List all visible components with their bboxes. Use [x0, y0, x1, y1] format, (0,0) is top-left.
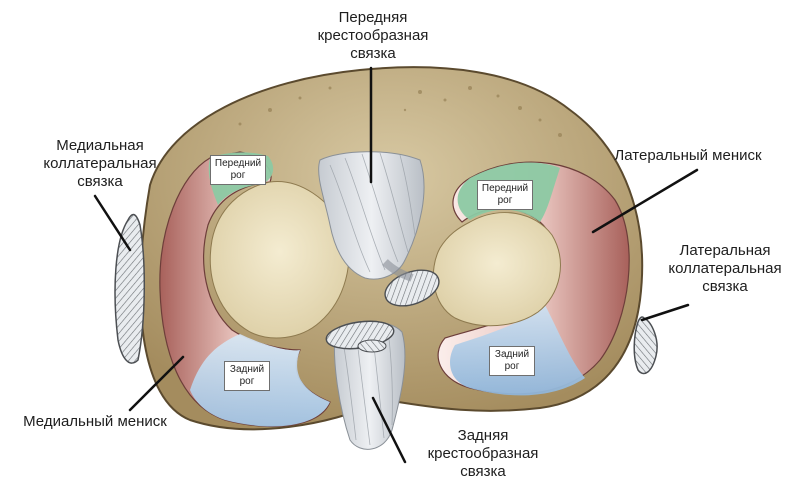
posterior-cruciate-ligament — [325, 320, 406, 450]
lcl-label: Латеральная коллатеральная связка — [668, 242, 782, 295]
medial-posterior-horn-tag: Задний рог — [224, 361, 270, 391]
lateral-posterior-horn-tag: Задний рог — [489, 346, 535, 376]
lateral-anterior-horn-tag: Передний рог — [477, 180, 533, 210]
lateral-meniscus-label: Латеральный мениск — [614, 147, 762, 164]
lateral-collateral-ligament — [633, 316, 658, 375]
medial-collateral-ligament — [114, 213, 145, 364]
acl-label: Передняя крестообразная связка — [317, 9, 429, 62]
mcl-label: Медиальная коллатеральная связка — [43, 137, 157, 190]
bone-texture — [238, 86, 562, 137]
pcl-label: Задняя крестообразная связка — [427, 427, 539, 480]
leader-lines — [93, 66, 699, 464]
medial-anterior-horn-tag: Передний рог — [210, 155, 266, 185]
anterior-cruciate-ligament — [318, 151, 440, 307]
lateral-cartilage — [432, 212, 561, 327]
medial-meniscus-label: Медиальный мениск — [23, 413, 167, 430]
